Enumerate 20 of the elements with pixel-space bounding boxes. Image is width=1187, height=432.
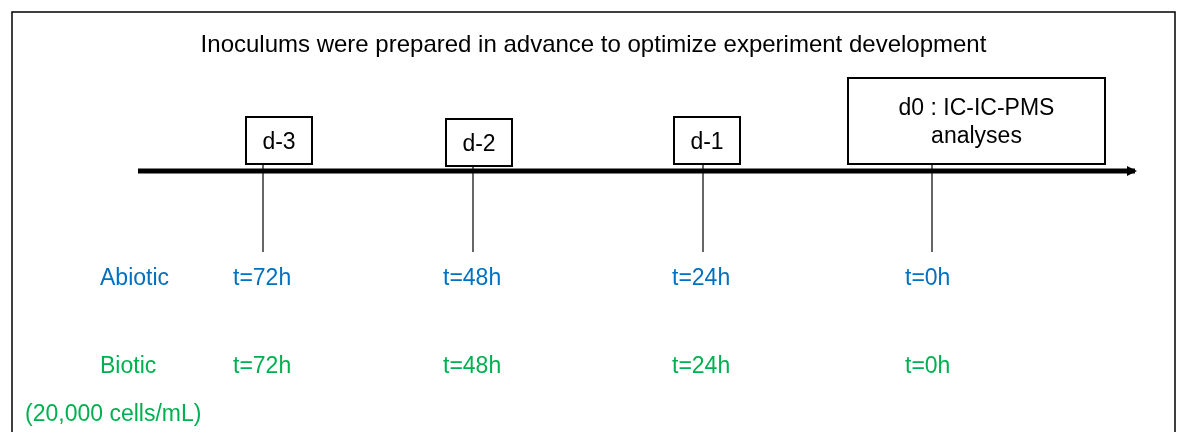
day-box: d-2: [445, 118, 513, 167]
day-box: d0 : IC-IC-PMS analyses: [847, 77, 1106, 165]
title: Inoculums were prepared in advance to optimize experiment development: [199, 30, 988, 58]
note: (20,000 cells/mL): [25, 399, 202, 428]
time-label: t=48h: [443, 262, 502, 292]
time-label: t=24h: [672, 262, 731, 292]
day-box: d-3: [245, 116, 313, 165]
time-label: t=48h: [443, 351, 502, 380]
tick-line: [702, 164, 704, 253]
time-label: t=72h: [233, 351, 292, 380]
time-label: t=0h: [905, 262, 951, 292]
day-box: d-1: [673, 116, 741, 165]
tick-line: [931, 164, 933, 253]
time-label: t=72h: [233, 262, 292, 292]
time-label: t=24h: [672, 351, 731, 380]
row-label: Abiotic: [100, 263, 170, 292]
row-label: Biotic: [100, 351, 157, 380]
tick-line: [262, 164, 264, 253]
time-label: t=0h: [905, 351, 951, 380]
tick-line: [472, 166, 474, 253]
